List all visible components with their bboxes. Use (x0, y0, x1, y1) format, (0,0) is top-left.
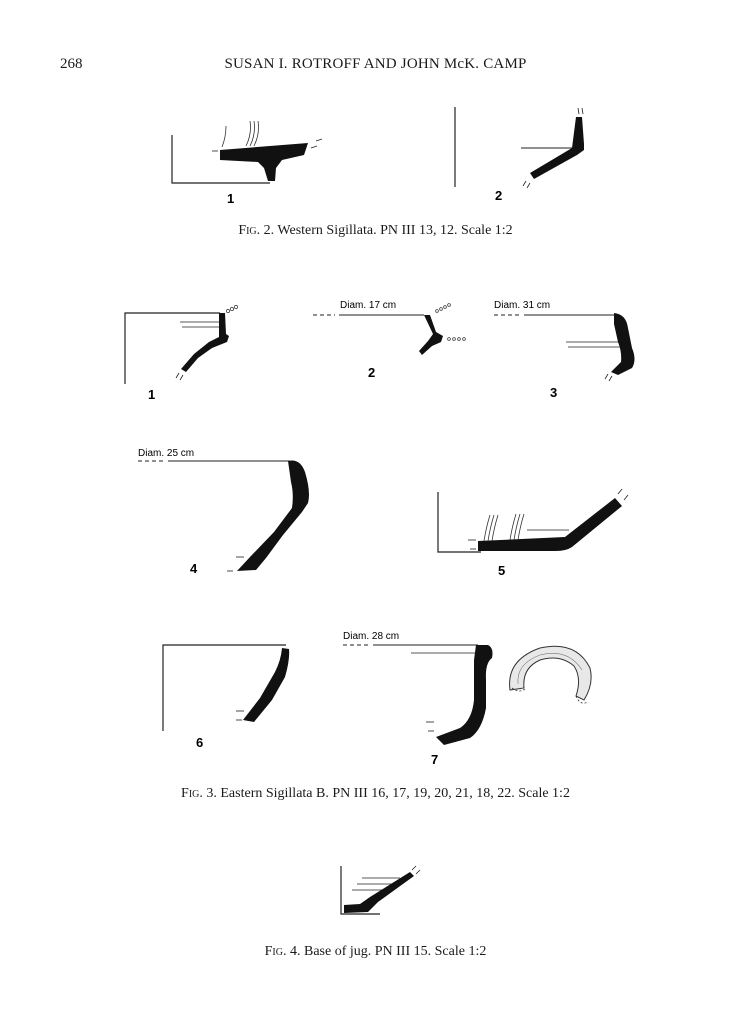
fig3-label-7: 7 (431, 752, 438, 767)
page-header: 268 SUSAN I. ROTROFF AND JOHN McK. CAMP (0, 56, 751, 76)
fig3-drawing-6 (162, 644, 290, 731)
fig3-drawing-7 (343, 644, 493, 745)
fig4-caption: Fig. 4. Base of jug. PN III 15. Scale 1:… (0, 944, 751, 960)
fig4-caption-text: Base of jug. PN III 15. Scale 1:2 (300, 944, 487, 959)
fig3-drawing-4 (138, 460, 309, 572)
fig2-drawing-2 (454, 107, 584, 189)
fig2-caption-label: Fig. 2. (238, 223, 275, 238)
fig4-drawing (340, 865, 421, 915)
fig2-caption-text: Western Sigillata. PN III 13, 12. Scale … (274, 223, 513, 238)
fig3-caption-label: Fig. 3. (181, 786, 217, 801)
fig2-label-1: 1 (227, 191, 234, 206)
fig3-drawing-3 (494, 313, 635, 382)
fig3-label-4: 4 (190, 561, 198, 576)
fig3-handle-sketch (509, 645, 592, 704)
fig3-label-1: 1 (148, 387, 155, 402)
fig3-label-3: 3 (550, 385, 557, 400)
fig3-diam-3: Diam. 31 cm (494, 300, 550, 311)
fig3-label-2: 2 (368, 365, 375, 380)
fig3-drawing-2 (313, 303, 466, 355)
fig2-label-2: 2 (495, 188, 502, 203)
fig4-caption-label: Fig. 4. (264, 944, 301, 959)
fig3-diam-7: Diam. 28 cm (343, 631, 399, 642)
running-head: SUSAN I. ROTROFF AND JOHN McK. CAMP (224, 56, 527, 72)
fig3-label-5: 5 (498, 563, 505, 578)
page-number: 268 (60, 56, 83, 72)
fig3-label-6: 6 (196, 735, 203, 750)
fig2-drawing-1 (171, 120, 323, 184)
fig3-caption: Fig. 3. Eastern Sigillata B. PN III 16, … (0, 786, 751, 802)
fig3-diam-2: Diam. 17 cm (340, 300, 396, 311)
fig3-diam-4: Diam. 25 cm (138, 448, 194, 459)
fig3-drawing-1 (124, 305, 238, 384)
fig2-caption: Fig. 2. Western Sigillata. PN III 13, 12… (0, 223, 751, 239)
fig3-caption-text: Eastern Sigillata B. PN III 16, 17, 19, … (216, 786, 570, 801)
fig3-drawing-5 (437, 488, 629, 553)
